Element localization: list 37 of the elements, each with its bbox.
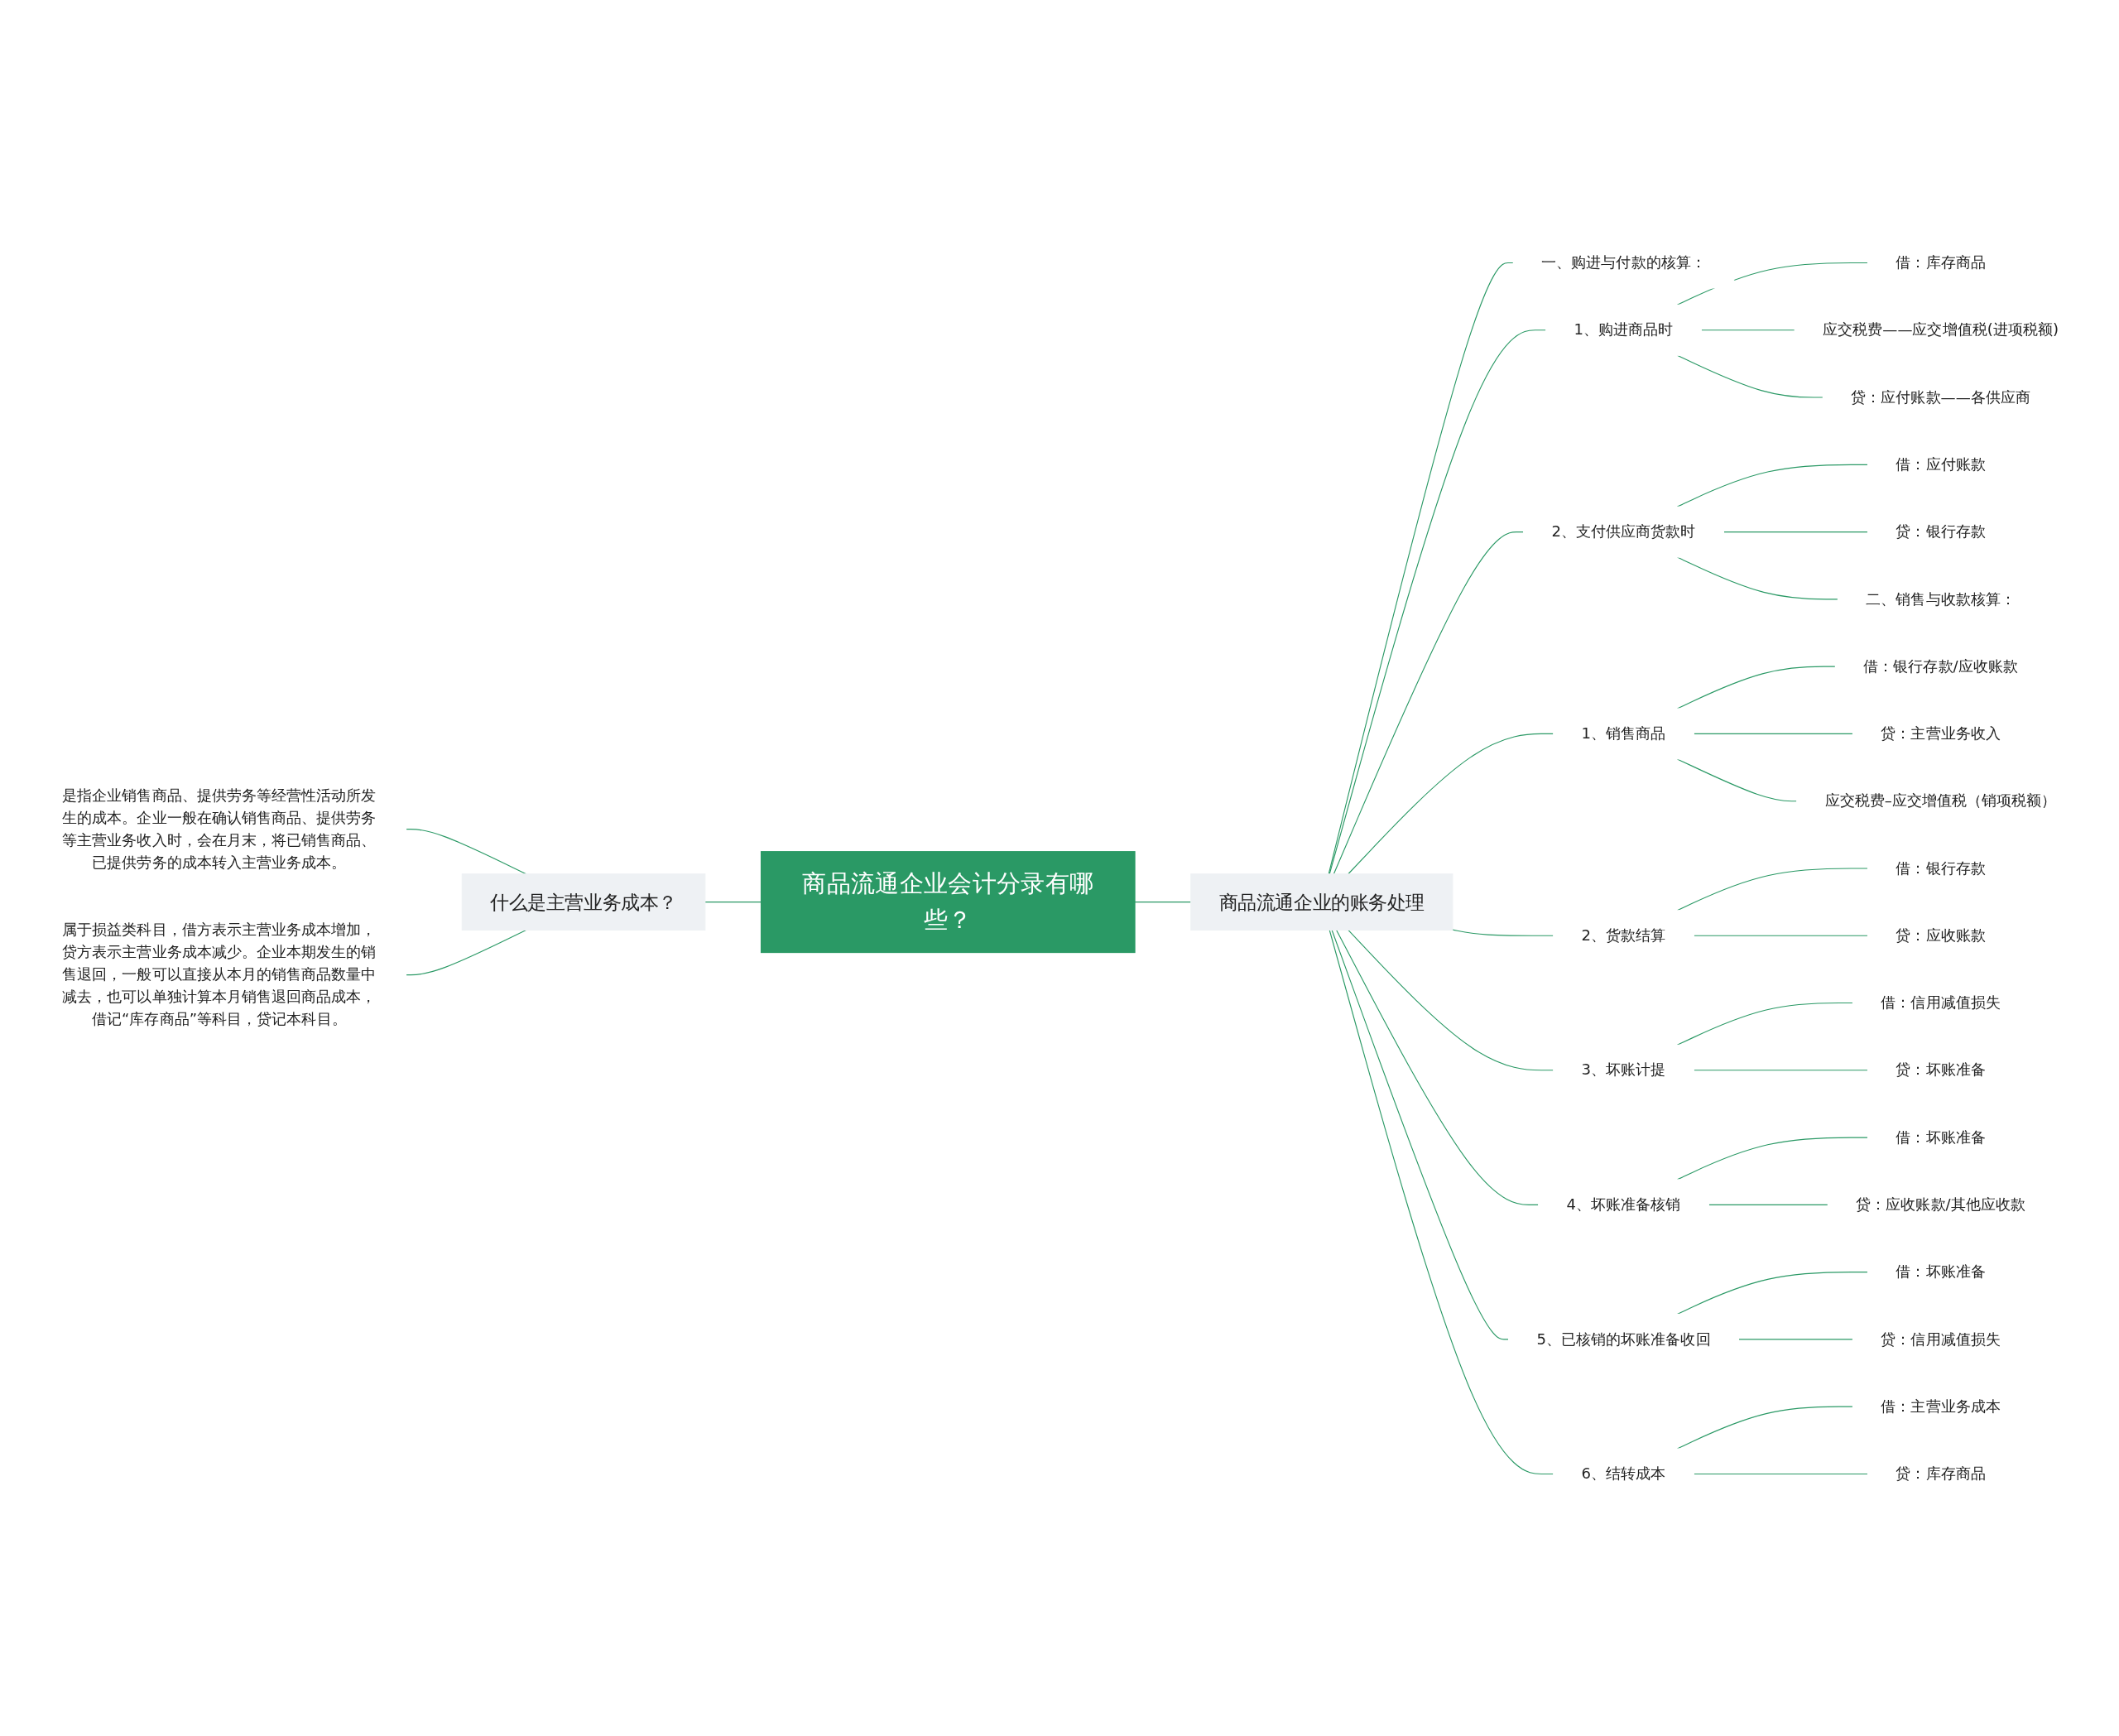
- node-box: 什么是主营业务成本？: [461, 873, 706, 931]
- node-text: 借：信用减值损失: [1881, 993, 2001, 1012]
- node-text: 借：应付账款: [1896, 454, 1986, 474]
- node-text: 贷：主营业务收入: [1881, 724, 2001, 743]
- connector: [1676, 354, 1823, 398]
- node-text: 3、坏账计提: [1581, 1060, 1666, 1079]
- node-text: 应交税费——应交增值税(进项税额): [1823, 320, 2059, 339]
- node-text: 借：银行存款/应收账款: [1863, 656, 2018, 675]
- node-text: 借：坏账准备: [1896, 1262, 1986, 1281]
- node-text: 二、销售与收款核算：: [1866, 589, 2016, 608]
- node-text: 贷：应付账款——各供应商: [1851, 387, 2030, 406]
- connector: [406, 929, 527, 975]
- node-text: 属于损益类科目，借方表示主营业务成本增加，贷方表示主营业务成本减少。企业本期发生的销售退回，一般可以直接从本月的销售商品数量中减去，也可以单独计算本月销售退回商品成本，借记“库存商品”等科目，贷记本科目。: [62, 920, 377, 1028]
- node-text: 借：库存商品: [1896, 252, 1986, 272]
- node-text: 是指企业销售商品、提供劳务等经营性活动所发生的成本。企业一般在确认销售商品、提供劳务等主营业务收入时，会在月末，将已销售商品、已提供劳务的成本转入主营业务成本。: [62, 786, 377, 871]
- node-text: 2、支付供应商货款时: [1551, 522, 1696, 541]
- node-text: 1、购进商品时: [1574, 320, 1674, 339]
- node-text: 贷：坏账准备: [1896, 1060, 1986, 1079]
- node-text: 5、已核销的坏账准备收回: [1536, 1330, 1711, 1348]
- connector: [1676, 556, 1838, 599]
- node-text: 4、坏账准备核销: [1566, 1195, 1681, 1214]
- node-text: 1、销售商品: [1581, 724, 1666, 743]
- node-text: 借：坏账准备: [1896, 1128, 1986, 1146]
- node-text: 2、货款结算: [1581, 926, 1666, 944]
- node-text: 贷：应收账款: [1896, 926, 1986, 944]
- node-box: 商品流通企业会计分录有哪些？: [760, 850, 1136, 953]
- node-text: 应交税费–应交增值税（销项税额）: [1824, 791, 2057, 810]
- node-text: 贷：应收账款/其他应收款: [1856, 1195, 2025, 1214]
- connector: [1328, 262, 1514, 874]
- node-text: 6、结转成本: [1581, 1464, 1666, 1483]
- node-text: 贷：信用减值损失: [1881, 1330, 2001, 1348]
- node-text: 贷：银行存款: [1896, 522, 1986, 541]
- node-text: 贷：库存商品: [1896, 1464, 1986, 1483]
- node-text: 一、购进与付款的核算：: [1541, 252, 1706, 272]
- node-box: 商品流通企业的账务处理: [1190, 873, 1454, 931]
- node-text: 借：主营业务成本: [1881, 1397, 2001, 1415]
- node-text: 借：银行存款: [1896, 858, 1986, 877]
